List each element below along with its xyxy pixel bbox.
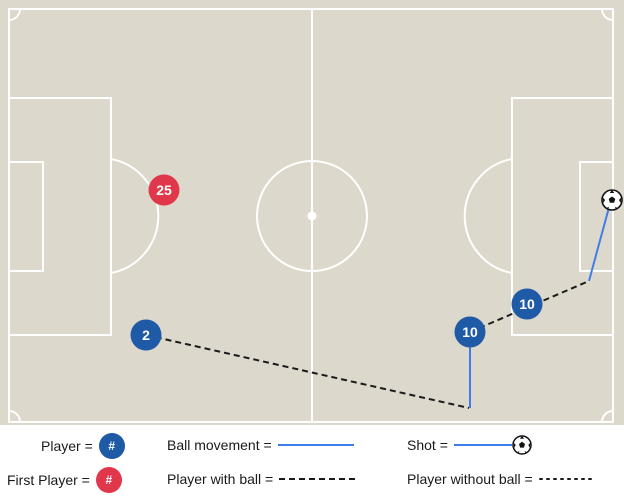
shot-line-sample	[453, 435, 532, 455]
legend-first-player-label: First Player =	[7, 472, 90, 488]
legend-shot-label: Shot =	[407, 437, 448, 453]
legend-ball-movement: Ball movement =	[167, 437, 354, 453]
run-with-ball-1	[145, 334, 470, 409]
pitch-diagram: 25 2 10 10	[0, 0, 624, 425]
centre-spot	[307, 211, 317, 221]
first-player-swatch: #	[95, 467, 122, 493]
left-six-yard-box	[8, 161, 44, 272]
centre-circle	[256, 160, 368, 272]
corner-arc-top-left	[8, 8, 21, 21]
corner-arc-bottom-right	[601, 410, 614, 423]
legend-player-with-ball-label: Player with ball =	[167, 471, 274, 487]
legend-first-player: First Player = #	[7, 467, 122, 493]
football-icon	[601, 189, 623, 211]
player-swatch: #	[98, 433, 125, 459]
player-without-ball-line-sample	[538, 478, 597, 480]
player-marker-2: 2	[130, 319, 162, 351]
player-number: 25	[156, 182, 172, 198]
player-number: 10	[462, 324, 478, 340]
player-number: 2	[142, 327, 150, 343]
legend-player-with-ball: Player with ball =	[167, 471, 358, 487]
legend-player-without-ball: Player without ball =	[407, 471, 597, 487]
legend: Player = # First Player = # Ball movemen…	[0, 425, 624, 503]
player-marker-25: 25	[148, 174, 180, 206]
corner-arc-bottom-left	[8, 410, 21, 423]
right-penalty-arc	[463, 158, 513, 274]
player-marker-10-b: 10	[511, 288, 543, 320]
player-with-ball-line-sample	[279, 478, 358, 480]
legend-player-without-ball-label: Player without ball =	[407, 471, 533, 487]
left-penalty-arc	[110, 158, 160, 274]
legend-ball-movement-label: Ball movement =	[167, 437, 272, 453]
corner-arc-top-right	[601, 8, 614, 21]
player-number: 10	[519, 296, 535, 312]
legend-player-label: Player =	[41, 438, 93, 454]
ball-movement-shot	[588, 199, 612, 282]
legend-shot: Shot =	[407, 433, 534, 457]
player-marker-10-a: 10	[454, 316, 486, 348]
right-six-yard-box	[579, 161, 614, 272]
football-icon	[512, 435, 532, 455]
ball-movement-line-sample	[277, 444, 354, 446]
legend-player: Player = #	[41, 433, 125, 459]
